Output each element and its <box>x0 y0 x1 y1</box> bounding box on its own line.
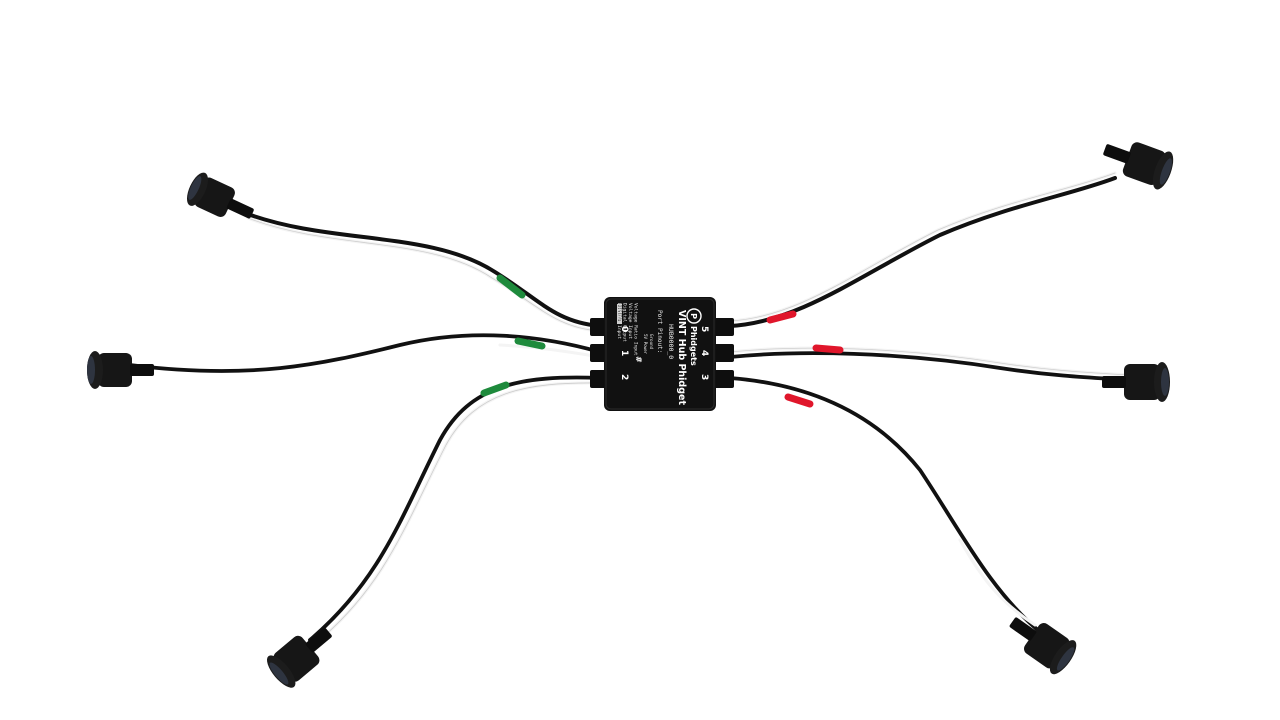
button-sensor-middle-left <box>87 351 154 389</box>
pin-label-ground: Ground <box>649 334 654 350</box>
brand-label: Phidgets <box>689 326 698 366</box>
red-marker <box>784 393 814 408</box>
port-number: 0 <box>619 326 629 332</box>
port-number: 1 <box>619 350 629 356</box>
pinout-line: Voltage Ratio Input <box>633 303 639 356</box>
cable-top-left <box>243 211 602 333</box>
phidgets-logo-icon <box>686 308 702 324</box>
vint-hub: P Phidgets VINT Hub Phidget HUB0000_0 Po… <box>590 297 734 411</box>
cable-top-right <box>728 171 1117 328</box>
hub-body <box>604 297 716 411</box>
button-sensor-top-right <box>1103 142 1174 190</box>
cable-bottom-left <box>308 375 602 645</box>
hub-model: HUB0000_0 <box>667 324 675 359</box>
port-number: 5 <box>699 326 709 332</box>
sensor-badge-label: DIGITAL <box>617 305 622 322</box>
port-connector <box>712 370 734 388</box>
port-number: 2 <box>619 374 629 380</box>
green-marker <box>480 381 510 397</box>
cable-bottom-right <box>728 376 1042 634</box>
port-number: 3 <box>699 374 709 380</box>
port-number: 4 <box>699 350 709 356</box>
green-marker <box>514 337 546 350</box>
cable-group <box>128 171 1130 645</box>
pin-label-data: # <box>634 356 643 363</box>
button-sensor-top-left <box>186 172 254 219</box>
port-connector <box>712 344 734 362</box>
red-marker <box>766 310 797 324</box>
pin-label-power: 5V Power <box>643 334 648 355</box>
pinout-title: Port Pinout: <box>656 310 663 353</box>
hub-title: VINT Hub Phidget <box>676 310 687 405</box>
svg-text:P: P <box>689 313 698 319</box>
red-marker <box>812 344 844 354</box>
sensor-badge <box>617 304 622 324</box>
green-marker <box>496 274 526 299</box>
button-sensor-bottom-left <box>266 627 332 688</box>
pinout-line: Digital Output <box>622 303 628 342</box>
button-sensor-middle-right <box>1102 362 1170 402</box>
cable-middle-right <box>728 344 1130 382</box>
pinout-line: Digital Input <box>616 303 622 339</box>
cable-middle-left <box>128 333 602 373</box>
button-sensor-bottom-right <box>1009 617 1077 675</box>
port-connector <box>712 318 734 336</box>
pinout-line: Voltage Input <box>627 303 633 339</box>
